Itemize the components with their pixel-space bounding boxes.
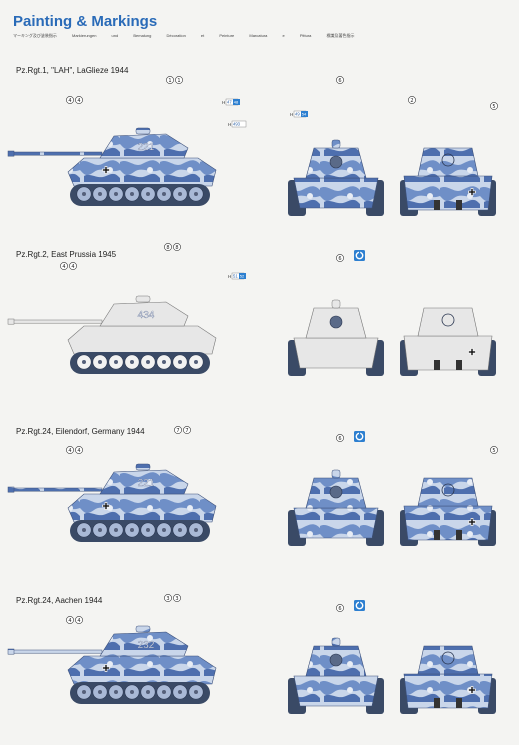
- callout-marker: 6: [336, 76, 344, 84]
- section-3-label: Pz.Rgt.24, Eilendorf, Germany 1944: [16, 427, 145, 436]
- callout-marker: 8: [173, 243, 181, 251]
- callout-number: 6: [338, 78, 341, 84]
- callout-number: 5: [492, 448, 495, 454]
- callout-marker: 6: [336, 254, 344, 262]
- balkenkreuz-icon: [468, 686, 476, 694]
- callout-number: 4: [77, 98, 80, 104]
- callout-marker: 6: [336, 604, 344, 612]
- callout-number: 4: [68, 98, 71, 104]
- callout-marker: 5: [490, 102, 498, 110]
- decal-prefix: H: [228, 122, 231, 127]
- callout-marker: 1: [175, 76, 183, 84]
- callout-marker: 7: [183, 426, 191, 434]
- callout-number: 3: [166, 596, 169, 602]
- section-1-label: Pz.Rgt.1, "LAH", LaGlieze 1944: [16, 66, 129, 75]
- callout-marker: 4: [75, 96, 83, 104]
- tank-front-view: [288, 637, 384, 714]
- tank-side-view: 221: [7, 127, 217, 206]
- callout-number: 8: [175, 245, 178, 251]
- turret-number: 232: [138, 640, 155, 651]
- decal-box-number: 54: [302, 112, 307, 117]
- callout-number: 4: [77, 618, 80, 624]
- tank-side-view: 434: [7, 295, 217, 374]
- callout-marker: 4: [75, 616, 83, 624]
- callout-marker: 5: [490, 446, 498, 454]
- decal-code: 51: [233, 274, 238, 279]
- tank-side-view: 232: [7, 625, 217, 704]
- callout-marker: 1: [166, 76, 174, 84]
- section-2-label: Pz.Rgt.2, East Prussia 1945: [16, 250, 117, 259]
- decal-box-number: 52: [240, 274, 245, 279]
- callout-number: 1: [177, 78, 180, 84]
- page-subtitle-languages: マーキング及び塗装指示 Markierungen und Bemalung Dé…: [13, 33, 355, 38]
- section-4-label: Pz.Rgt.24, Aachen 1944: [16, 596, 103, 605]
- callout-marker: 3: [164, 594, 172, 602]
- callout-number: 6: [338, 606, 341, 612]
- callout-marker: 4: [66, 446, 74, 454]
- tank-front-view: [288, 299, 384, 376]
- page-title: Painting & Markings: [13, 13, 158, 30]
- callout-marker: 4: [69, 262, 77, 270]
- callout-number: 1: [168, 78, 171, 84]
- callout-number: 4: [77, 448, 80, 454]
- balkenkreuz-icon: [102, 502, 110, 510]
- tank-front-view: [288, 139, 384, 216]
- callout-marker: 6: [336, 434, 344, 442]
- decal-prefix: H: [228, 274, 231, 279]
- decal-prefix: H: [290, 112, 293, 117]
- decal-badge-icon: [354, 600, 365, 611]
- balkenkreuz-icon: [468, 518, 476, 526]
- callout-number: 4: [68, 448, 71, 454]
- callout-number: 5: [492, 104, 495, 110]
- callout-number: 3: [175, 596, 178, 602]
- tank-front-view: [288, 469, 384, 546]
- callout-number: 7: [176, 428, 179, 434]
- tank-side-view: 221: [7, 463, 217, 542]
- tank-rear-view: [400, 477, 496, 546]
- callout-number: 4: [68, 618, 71, 624]
- balkenkreuz-icon: [102, 664, 110, 672]
- decal-badge-icon: [354, 431, 365, 442]
- callout-marker: 2: [408, 96, 416, 104]
- tank-rear-view: [400, 147, 496, 216]
- tank-rear-view: [400, 645, 496, 714]
- balkenkreuz-icon: [468, 348, 476, 356]
- decal-prefix: H: [222, 100, 225, 105]
- decal-box-number: 48: [234, 100, 239, 105]
- turret-number: 434: [138, 310, 155, 321]
- turret-number: 221: [138, 142, 155, 153]
- turret-number: 221: [138, 478, 155, 489]
- decal-code: 49: [295, 112, 300, 117]
- balkenkreuz-icon: [102, 166, 110, 174]
- callout-marker: 3: [173, 594, 181, 602]
- callout-number: 4: [62, 264, 65, 270]
- callout-marker: 7: [174, 426, 182, 434]
- callout-number: 6: [338, 436, 341, 442]
- callout-number: 7: [185, 428, 188, 434]
- callout-marker: 4: [60, 262, 68, 270]
- callout-number: 4: [71, 264, 74, 270]
- callout-marker: 4: [66, 616, 74, 624]
- callout-marker: 4: [75, 446, 83, 454]
- callout-number: 8: [166, 245, 169, 251]
- decal-code: 493: [233, 122, 241, 127]
- callout-marker: 4: [66, 96, 74, 104]
- decal-badge-icon: [354, 250, 365, 261]
- callout-number: 6: [338, 256, 341, 262]
- callout-number: 2: [410, 98, 413, 104]
- tank-rear-view: [400, 307, 496, 376]
- decal-code: 47: [227, 100, 232, 105]
- balkenkreuz-icon: [468, 188, 476, 196]
- callout-marker: 8: [164, 243, 172, 251]
